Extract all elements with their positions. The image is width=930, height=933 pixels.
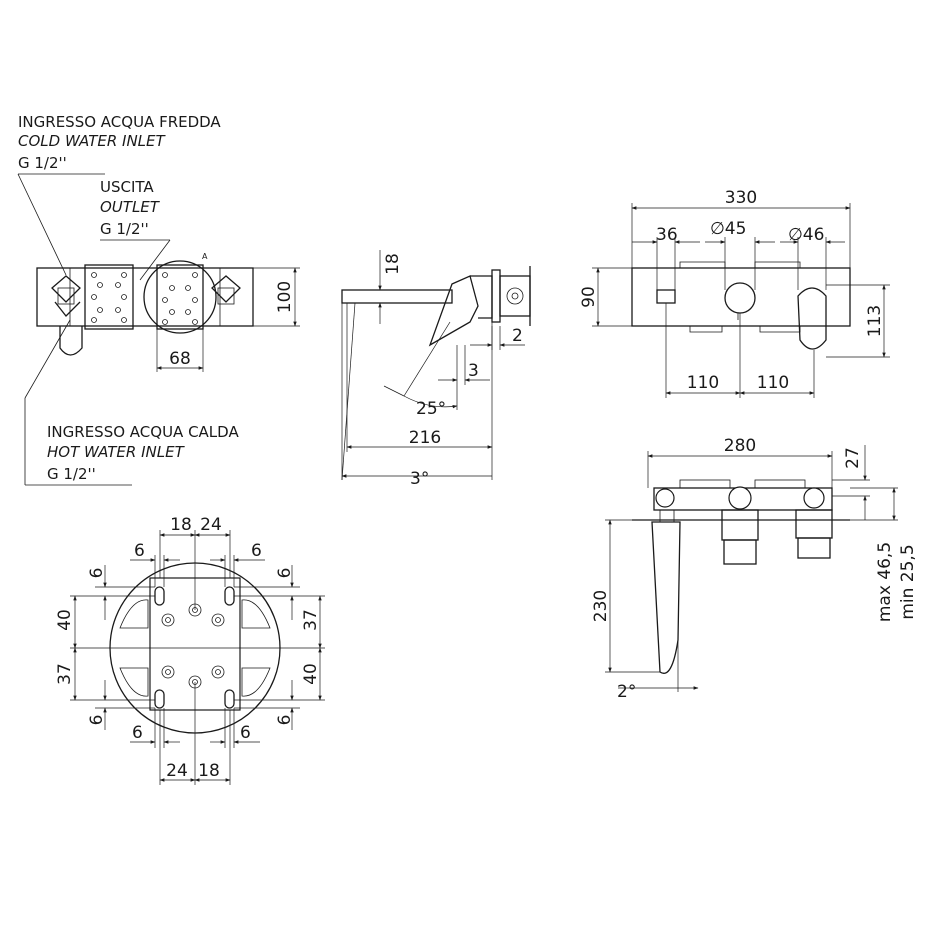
front-view: A 100 68 bbox=[36, 252, 300, 372]
plate-right-37: 37 bbox=[301, 609, 321, 631]
top-d36: 36 bbox=[656, 225, 678, 245]
body-d27: 27 bbox=[843, 447, 863, 469]
plate-right-40: 40 bbox=[301, 663, 321, 685]
plate-top-6-left: 6 bbox=[134, 541, 145, 561]
hot-inlet-label-it: INGRESSO ACQUA CALDA bbox=[47, 423, 239, 441]
top-height-113: 113 bbox=[865, 305, 885, 337]
side-view: 18 2 3 25° 216 3° bbox=[341, 250, 531, 489]
plate-left-37: 37 bbox=[55, 663, 75, 685]
body-width-280: 280 bbox=[724, 436, 756, 456]
water-inlet-labels: INGRESSO ACQUA FREDDA COLD WATER INLET G… bbox=[17, 113, 239, 486]
body-min-depth: min 25,5 bbox=[898, 544, 918, 619]
plate-holes bbox=[91, 272, 127, 323]
top-dia46: ∅46 bbox=[788, 225, 824, 245]
plate-bottom-6-right: 6 bbox=[240, 723, 251, 743]
body-max-depth: max 46,5 bbox=[875, 542, 895, 622]
cold-inlet-label-en: COLD WATER INLET bbox=[18, 132, 167, 150]
front-width-68: 68 bbox=[169, 349, 191, 369]
cold-inlet-label-it: INGRESSO ACQUA FREDDA bbox=[18, 113, 221, 131]
mounting-plate-view: 18 24 6 6 6 40 37 6 6 bbox=[55, 515, 325, 785]
side-d3: 3 bbox=[468, 361, 479, 381]
top-view: 330 36 ∅45 ∅46 90 113 110 1 bbox=[579, 188, 890, 398]
side-angle-3: 3° bbox=[410, 469, 429, 489]
outlet-label-it: USCITA bbox=[100, 178, 154, 196]
plate-left-6-bottom: 6 bbox=[87, 715, 107, 726]
outlet-size: G 1/2'' bbox=[100, 220, 149, 238]
top-dia45: ∅45 bbox=[710, 219, 746, 239]
hot-inlet-label-en: HOT WATER INLET bbox=[47, 443, 186, 461]
outlet-label-en: OUTLET bbox=[100, 198, 161, 216]
plate-left-6-top: 6 bbox=[87, 568, 107, 579]
top-d110-right: 110 bbox=[757, 373, 789, 393]
top-d110-left: 110 bbox=[687, 373, 719, 393]
body-angle-2: 2° bbox=[617, 682, 636, 702]
plate-left-40: 40 bbox=[55, 609, 75, 631]
section-mark: A bbox=[202, 252, 208, 261]
plate-top-6-right: 6 bbox=[251, 541, 262, 561]
top-width-330: 330 bbox=[725, 188, 757, 208]
top-height-90: 90 bbox=[579, 286, 599, 308]
side-angle-25: 25° bbox=[416, 399, 446, 419]
side-d2: 2 bbox=[512, 326, 523, 346]
plate-bottom-6-left: 6 bbox=[132, 723, 143, 743]
front-height-100: 100 bbox=[275, 281, 295, 313]
plate-top-18: 18 bbox=[170, 515, 192, 535]
plate-bottom-24: 24 bbox=[166, 761, 188, 781]
flange-holes bbox=[162, 272, 198, 325]
side-length-216: 216 bbox=[409, 428, 441, 448]
body-height-230: 230 bbox=[591, 590, 611, 622]
side-d18: 18 bbox=[383, 253, 403, 275]
plate-right-6-bottom: 6 bbox=[275, 715, 295, 726]
plate-top-24: 24 bbox=[200, 515, 222, 535]
plate-bottom-18: 18 bbox=[198, 761, 220, 781]
cold-inlet-size: G 1/2'' bbox=[18, 154, 67, 172]
body-view: 280 27 max 46,5 min 25,5 230 2° bbox=[591, 436, 918, 702]
hot-inlet-size: G 1/2'' bbox=[47, 465, 96, 483]
plate-right-6-top: 6 bbox=[275, 568, 295, 579]
